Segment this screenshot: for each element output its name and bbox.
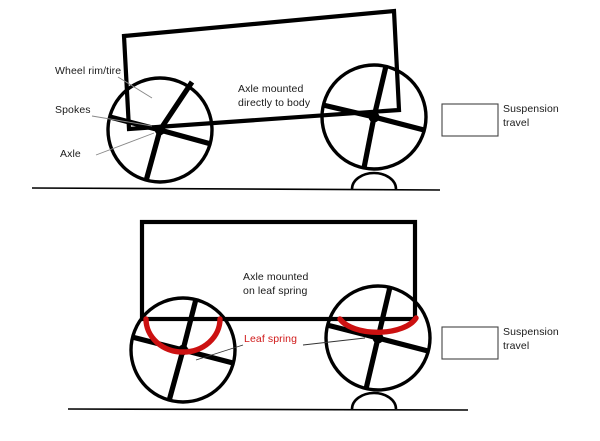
leader-line-leaf-spring-left	[195, 344, 244, 361]
leader-line-spokes	[91, 115, 153, 127]
ground-line-top	[31, 187, 441, 191]
leader-line-wheel-rim-tire	[117, 76, 153, 99]
label-suspension-travel-top-line1: Suspension	[503, 103, 559, 115]
label-axle: Axle	[60, 148, 81, 160]
suspension-travel-bracket-top	[441, 103, 499, 137]
axle-rear-top	[368, 111, 380, 123]
wheel-rear-top	[320, 63, 428, 171]
callout-axle-mounted-directly-to-body-line2: directly to body	[238, 97, 311, 109]
wheel-rear-bottom	[324, 284, 432, 392]
road-bump-bottom	[350, 391, 398, 410]
wheel-rim-tire-front-bottom	[129, 296, 237, 404]
callout-axle-mounted-directly-to-body-line1: Axle mounted	[238, 83, 304, 95]
cart-body-tilted	[121, 8, 402, 132]
road-bump-top	[350, 171, 398, 190]
leader-line-axle	[95, 132, 155, 156]
ground-line-bottom	[67, 408, 469, 411]
top-panel-group	[31, 8, 499, 191]
cart-body-level	[139, 219, 418, 322]
label-suspension-travel-bottom-line1: Suspension	[503, 326, 559, 338]
wheel-rim-tire-front-top	[106, 76, 214, 184]
callout-axle-mounted-on-leaf-spring-line2: on leaf spring	[243, 285, 308, 297]
axle-rear-bottom	[372, 332, 384, 344]
leaf-spring-rear	[337, 315, 419, 335]
bottom-panel-group	[67, 219, 499, 411]
label-suspension-travel-bottom-line2: travel	[503, 340, 530, 352]
label-wheel-rim-tire: Wheel rim/tire	[55, 65, 122, 77]
label-spokes: Spokes	[55, 104, 91, 116]
label-leaf-spring: Leaf spring	[244, 333, 298, 345]
axle-front-top	[154, 124, 166, 136]
wheel-rim-tire-rear-bottom	[324, 284, 432, 392]
spokes-rear-top	[322, 65, 425, 169]
leader-line-leaf-spring-right	[302, 337, 366, 346]
label-suspension-travel-top-line2: travel	[503, 117, 530, 129]
suspension-travel-bracket-bottom	[441, 326, 499, 360]
spokes-rear-bottom	[326, 286, 429, 390]
callout-axle-mounted-on-leaf-spring-line1: Axle mounted	[243, 271, 309, 283]
wheel-rim-tire-rear-top	[320, 63, 428, 171]
leaf-spring-front	[143, 316, 223, 355]
